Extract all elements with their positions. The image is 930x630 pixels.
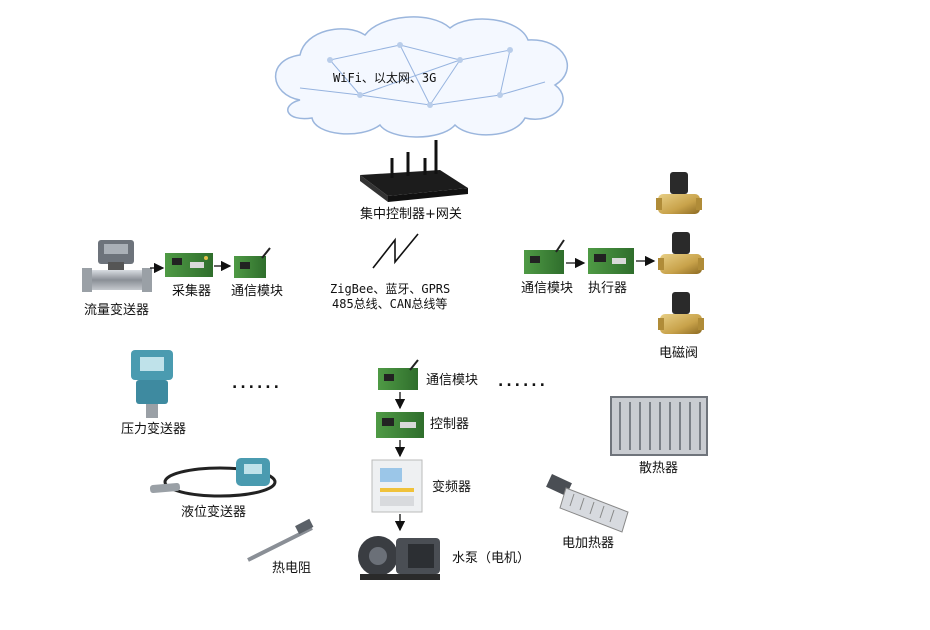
right-comm-module-icon <box>524 239 565 274</box>
pressure-transmitter-icon <box>131 350 173 418</box>
left-comm-module-label: 通信模块 <box>231 284 284 299</box>
water-pump-label: 水泵（电机） <box>452 551 531 566</box>
pressure-transmitter-label: 压力变送器 <box>121 422 187 437</box>
right-comm-module-label: 通信模块 <box>521 281 574 296</box>
left-comm-module-icon <box>234 247 271 278</box>
collector-label: 采集器 <box>172 284 212 299</box>
flow-transmitter-icon <box>82 240 152 292</box>
inverter-icon <box>371 459 423 513</box>
flow-transmitter-label: 流量变送器 <box>84 303 150 318</box>
actuator-label: 执行器 <box>588 281 628 296</box>
electric-heater-label: 电加热器 <box>562 536 615 551</box>
wireless-protocols-line2: 485总线、CAN总线等 <box>332 297 448 311</box>
cloud-network <box>274 16 569 138</box>
radiator-icon <box>610 396 708 456</box>
controller-label: 控制器 <box>430 417 470 432</box>
left-ellipsis: ...... <box>232 376 282 392</box>
inverter-label: 变频器 <box>432 480 472 495</box>
solenoid-valve-label: 电磁阀 <box>659 346 699 361</box>
level-transmitter-icon <box>149 458 277 498</box>
gateway-label: 集中控制器+网关 <box>360 207 462 222</box>
center-comm-module-label: 通信模块 <box>426 373 479 388</box>
electric-heater-icon <box>546 474 629 533</box>
water-pump-icon <box>358 536 440 580</box>
solenoid-valve-icon <box>656 172 704 334</box>
level-transmitter-label: 液位变送器 <box>181 505 247 520</box>
cloud-network-label: WiFi、以太网、3G <box>333 71 437 85</box>
actuator-board-icon <box>588 248 634 274</box>
radiator-label: 散热器 <box>639 461 679 476</box>
controller-board-icon <box>376 412 424 438</box>
center-comm-module-icon <box>378 359 419 390</box>
thermal-resistor-label: 热电阻 <box>272 561 312 576</box>
wireless-protocols-line1: ZigBee、蓝牙、GPRS <box>330 282 451 296</box>
right-ellipsis: ...... <box>498 374 548 390</box>
collector-board-icon <box>165 253 213 277</box>
thermal-resistor-icon <box>247 518 314 562</box>
router-icon <box>360 140 468 202</box>
wireless-signal-icon <box>372 233 419 269</box>
